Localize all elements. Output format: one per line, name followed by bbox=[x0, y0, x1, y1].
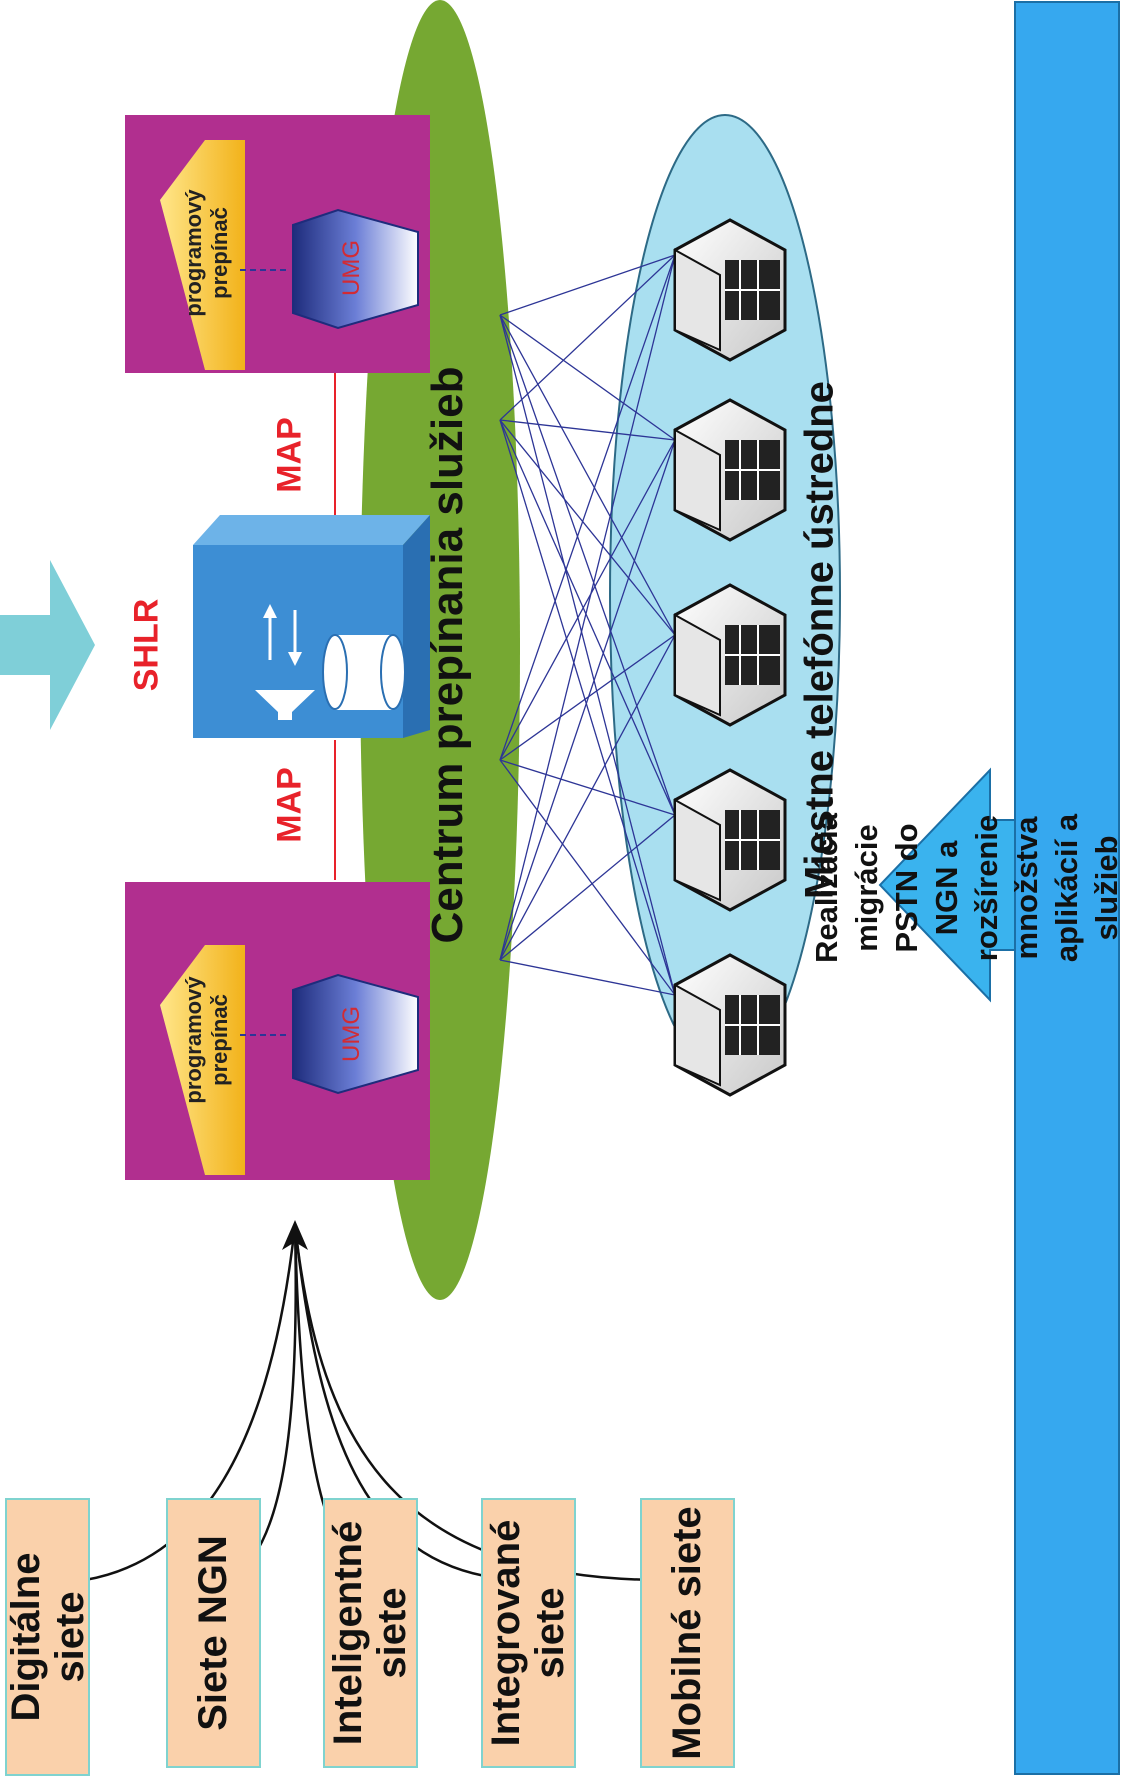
network-box-ngn bbox=[166, 1498, 261, 1768]
network-label-digital: Digitálne siete bbox=[4, 1552, 92, 1722]
service-center-label: Centrum prepínania služieb bbox=[423, 366, 472, 944]
exchange-cubes bbox=[673, 218, 787, 1097]
network-label-ngn: Siete NGN bbox=[191, 1535, 235, 1731]
network-label-integrated: Integrované siete bbox=[484, 1519, 572, 1747]
bottom-banner bbox=[1014, 1, 1120, 1775]
exchange-1-icon bbox=[673, 218, 787, 362]
exchange-2-icon bbox=[673, 398, 787, 542]
mesh-links bbox=[499, 254, 676, 996]
network-label-intelligent: Inteligentné siete bbox=[326, 1520, 414, 1746]
switch-label-upper: programový prepínač bbox=[181, 189, 232, 317]
network-box-integrated bbox=[481, 1498, 576, 1768]
switch-box-upper bbox=[125, 115, 430, 373]
banner-arrow-icon bbox=[878, 767, 1016, 1003]
umg-label-lower: UMG bbox=[338, 1006, 365, 1062]
network-box-intelligent bbox=[323, 1498, 418, 1768]
exchange-4-icon bbox=[673, 768, 787, 912]
network-box-mobile bbox=[640, 1498, 735, 1768]
switch-box-lower bbox=[125, 882, 430, 1180]
map-label-upper: MAP bbox=[270, 417, 309, 493]
input-arrow-icon bbox=[0, 560, 95, 730]
map-label-lower: MAP bbox=[270, 767, 309, 843]
shlr-box bbox=[193, 515, 430, 738]
exchange-3-icon bbox=[673, 583, 787, 727]
exchange-5-icon bbox=[673, 953, 787, 1097]
umg-label-upper: UMG bbox=[338, 240, 365, 296]
merge-arrowhead-icon bbox=[282, 1220, 308, 1250]
bottom-banner-text: Realizácia migrácie PSTN do NGN a rozšír… bbox=[809, 813, 1121, 963]
network-label-mobile: Mobilné siete bbox=[665, 1506, 709, 1760]
network-box-digital bbox=[5, 1498, 90, 1776]
shlr-label: SHLR bbox=[127, 598, 166, 692]
switch-label-lower: programový prepínač bbox=[181, 976, 232, 1104]
